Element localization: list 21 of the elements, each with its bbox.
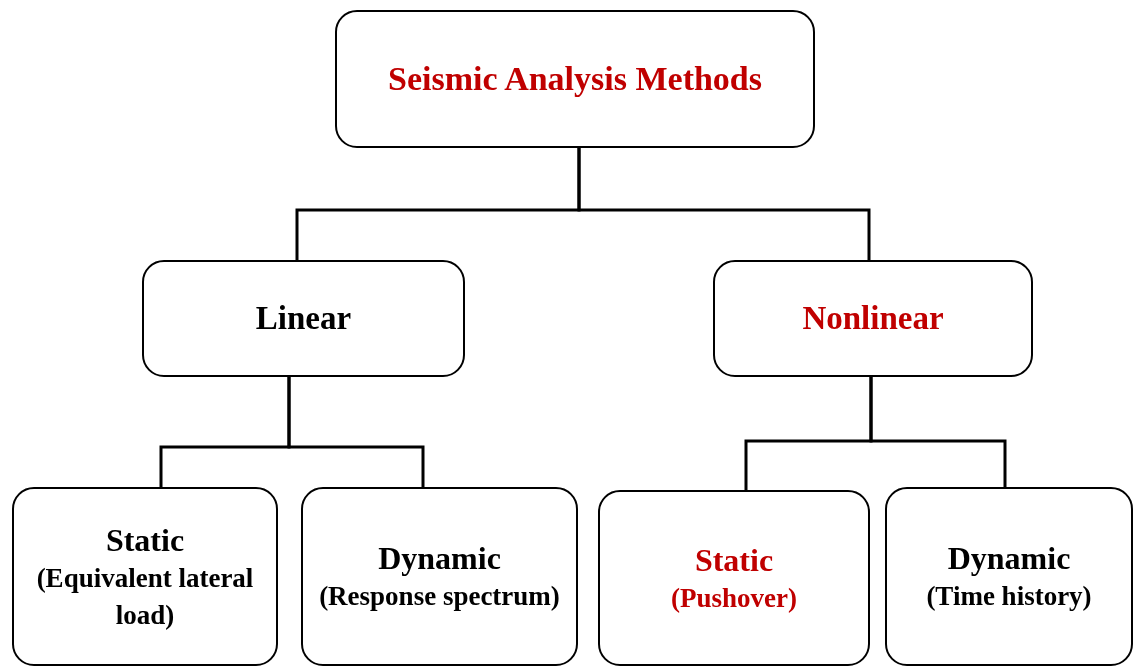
box-subtitle: (Equivalent lateral load) [35, 562, 255, 632]
connector-line [869, 377, 1007, 487]
method-box [335, 10, 815, 148]
box-subtitle: (Response spectrum) [319, 580, 560, 614]
method-box [713, 260, 1033, 377]
method-box [12, 487, 278, 666]
box-title: Seismic Analysis Methods [387, 58, 762, 99]
connector-line [577, 148, 871, 260]
method-box [885, 487, 1133, 666]
box-title: Static [105, 521, 185, 561]
connector-line [287, 377, 425, 487]
box-title: Dynamic [947, 539, 1071, 579]
box-title: Linear [255, 298, 352, 338]
box-title: Dynamic [378, 539, 501, 579]
box-subtitle: (Pushover) [671, 581, 797, 615]
method-box [598, 490, 870, 666]
box-title: Static [694, 540, 774, 580]
box-title: Nonlinear [802, 298, 944, 338]
box-subtitle: (Time history) [926, 580, 1092, 614]
method-box [142, 260, 465, 377]
method-box [301, 487, 578, 666]
